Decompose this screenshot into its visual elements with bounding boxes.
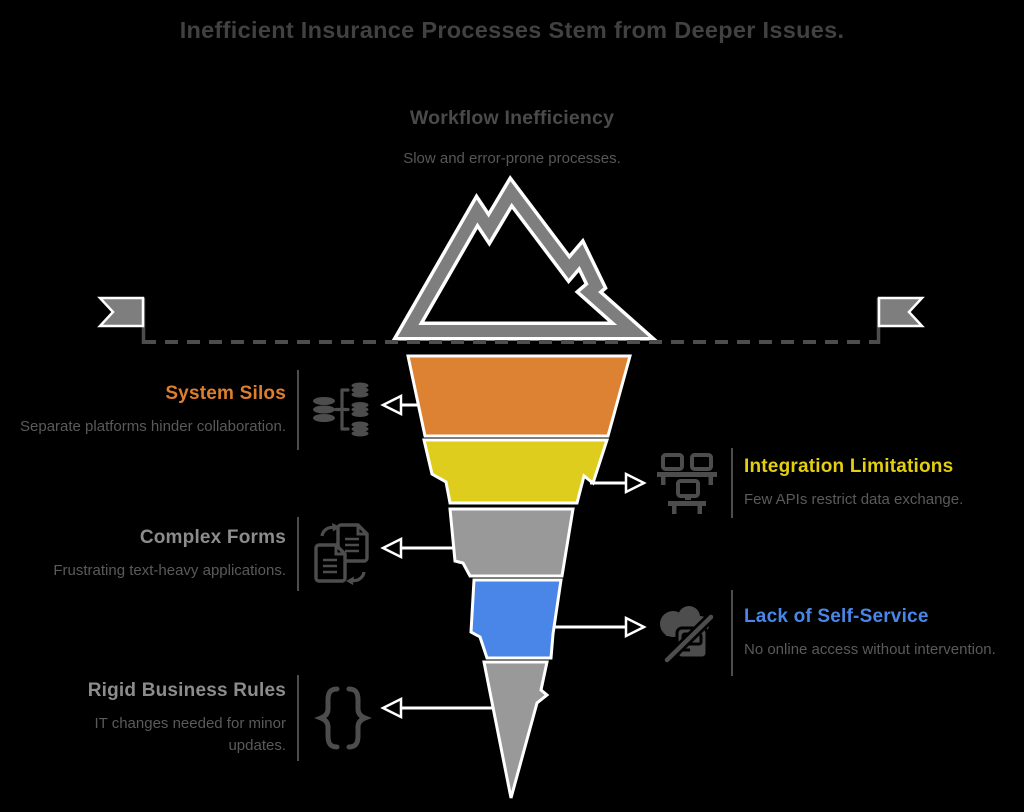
issue-text-block: Lack of Self-Service No online access wi… <box>744 605 1016 661</box>
funnel-segment-complex-forms <box>448 507 575 578</box>
document-exchange-icon <box>310 522 376 586</box>
divider <box>297 675 299 761</box>
divider <box>297 370 299 450</box>
curly-braces-icon <box>310 683 376 753</box>
arrow-lack-of-self-service <box>552 615 647 639</box>
database-silos-icon <box>310 379 376 441</box>
issue-text-block: Rigid Business Rules IT changes needed f… <box>8 679 286 757</box>
issue-rigid-business-rules: Rigid Business Rules IT changes needed f… <box>8 675 376 761</box>
surface-heading: Workflow Inefficiency <box>409 107 615 129</box>
issue-integration-limitations: Integration Limitations Few APIs restric… <box>654 448 1016 518</box>
issue-title: Rigid Business Rules <box>87 680 286 702</box>
cloud-kiosk-disabled-icon <box>654 602 720 664</box>
funnel-segment-system-silos <box>406 354 632 438</box>
issue-description: No online access without intervention. <box>744 640 996 658</box>
flag-right-icon <box>876 296 925 344</box>
issue-system-silos: System Silos Separate platforms hinder c… <box>8 370 376 450</box>
funnel-segment-lack-of-self-service <box>469 578 563 660</box>
page-title: Inefficient Insurance Processes Stem fro… <box>179 17 845 43</box>
issue-title: Integration Limitations <box>744 456 954 478</box>
flag-left-icon <box>97 296 146 344</box>
issue-description: Separate platforms hinder collaboration. <box>20 417 286 435</box>
funnel-segment-integration-limitations <box>422 438 610 505</box>
issue-description: Frustrating text-heavy applications. <box>53 561 286 579</box>
funnel <box>406 354 632 799</box>
issue-description: IT changes needed for minor updates. <box>94 714 286 754</box>
issue-text-block: Complex Forms Frustrating text-heavy app… <box>8 526 286 582</box>
issue-title: Lack of Self-Service <box>744 606 929 628</box>
arrow-integration-limitations <box>590 471 647 495</box>
divider <box>297 517 299 591</box>
surface-description: Slow and error-prone processes. <box>403 150 621 167</box>
divider <box>731 590 733 676</box>
issue-title: Complex Forms <box>139 527 286 549</box>
issue-text-block: Integration Limitations Few APIs restric… <box>744 455 1016 511</box>
issue-text-block: System Silos Separate platforms hinder c… <box>8 382 286 438</box>
issue-title: System Silos <box>165 383 286 405</box>
issue-description: Few APIs restrict data exchange. <box>744 490 964 508</box>
arrow-complex-forms <box>380 536 460 560</box>
divider <box>731 448 733 518</box>
mountain-icon <box>391 174 659 341</box>
funnel-segment-rigid-business-rules <box>482 660 550 799</box>
issue-complex-forms: Complex Forms Frustrating text-heavy app… <box>8 517 376 591</box>
arrow-rigid-business-rules <box>380 696 497 720</box>
issue-lack-of-self-service: Lack of Self-Service No online access wi… <box>654 590 1016 676</box>
computer-network-icon <box>654 451 720 515</box>
